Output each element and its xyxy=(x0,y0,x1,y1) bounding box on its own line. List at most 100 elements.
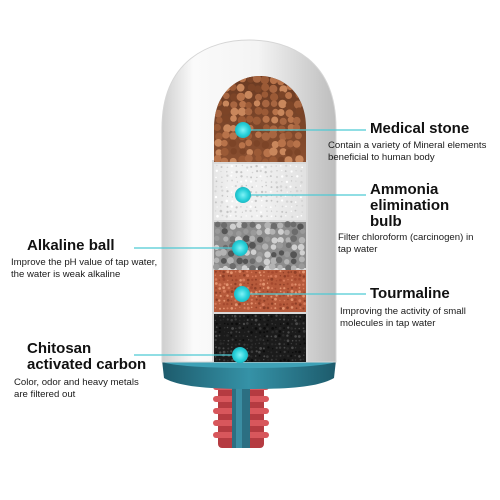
carbon-speck xyxy=(258,359,261,362)
alkaline-bead xyxy=(223,236,229,242)
alkaline-bead xyxy=(213,263,220,271)
carbon-speck xyxy=(270,351,273,354)
carbon-speck xyxy=(279,351,282,353)
carbon-speck xyxy=(263,327,266,330)
carbon-speck xyxy=(215,346,217,349)
tourmaline-speck xyxy=(246,299,249,302)
tourmaline-speck xyxy=(231,279,234,281)
carbon-speck xyxy=(246,343,249,346)
tourmaline-speck xyxy=(239,275,241,277)
carbon-speck xyxy=(258,350,261,354)
ammonia-speck xyxy=(265,181,267,184)
ammonia-title-line: elimination xyxy=(370,197,450,214)
ammonia-speck xyxy=(225,215,228,218)
carbon-speck xyxy=(302,330,306,333)
tourmaline-speck xyxy=(282,303,285,306)
carbon-speck xyxy=(255,346,257,348)
tourmaline-speck xyxy=(291,279,293,281)
carbon-speck xyxy=(247,350,250,353)
ammonia-speck xyxy=(240,216,243,218)
ammonia-speck xyxy=(281,169,283,172)
carbon-speck xyxy=(270,319,273,322)
tourmaline-speck xyxy=(222,270,225,274)
stone-bead xyxy=(272,108,279,116)
carbon-speck xyxy=(275,330,278,333)
carbon-speck xyxy=(267,319,269,322)
carbon-speck xyxy=(294,335,297,338)
medical-stone-description: Contain a variety of Mineral elements be… xyxy=(328,140,486,163)
carbon-speck xyxy=(231,327,235,330)
ammonia-speck xyxy=(254,199,257,203)
alkaline-bead xyxy=(275,256,283,264)
ammonia-speck xyxy=(240,206,242,208)
tourmaline-speck xyxy=(230,283,233,286)
tourmaline-speck xyxy=(230,299,233,302)
carbon-speck xyxy=(272,348,274,350)
alkaline-bead xyxy=(276,242,284,249)
alkaline-bead xyxy=(221,222,228,229)
tourmaline-speck xyxy=(291,275,294,278)
tourmaline-speck xyxy=(298,303,302,306)
carbon-description-line: Color, odor and heavy metals xyxy=(14,377,139,388)
tourmaline-speck xyxy=(226,302,229,306)
tourmaline-speck xyxy=(215,298,218,301)
ammonia-speck xyxy=(281,181,283,183)
stone-bead xyxy=(285,92,293,99)
carbon-speck xyxy=(262,347,265,350)
carbon-speck xyxy=(227,331,229,334)
carbon-speck xyxy=(246,326,248,328)
tourmaline-speck xyxy=(239,279,242,282)
carbon-speck xyxy=(246,347,248,350)
ammonia-speck xyxy=(299,196,302,199)
carbon-speck xyxy=(303,315,306,317)
tourmaline-speck xyxy=(274,274,278,278)
tourmaline-speck xyxy=(234,299,237,302)
carbon-speck xyxy=(299,318,302,320)
tourmaline-speck xyxy=(303,291,306,294)
tourmaline-speck xyxy=(295,295,298,298)
ammonia-speck xyxy=(229,214,232,217)
tourmaline-speck xyxy=(271,287,274,290)
ammonia-speck xyxy=(300,170,303,172)
tourmaline-speck xyxy=(302,270,305,274)
ammonia-speck xyxy=(230,205,233,208)
tourmaline-speck xyxy=(266,298,269,301)
carbon-speck xyxy=(214,356,217,358)
ammonia-speck xyxy=(231,200,234,203)
ammonia-speck xyxy=(245,179,248,182)
alkaline-bead xyxy=(271,237,278,244)
ammonia-speck xyxy=(285,164,288,167)
tourmaline-speck xyxy=(298,283,301,287)
ammonia-speck xyxy=(281,175,284,178)
carbon-speck xyxy=(267,350,269,353)
alkaline-bead xyxy=(222,265,229,272)
carbon-speck xyxy=(263,318,266,321)
tourmaline-speck xyxy=(287,278,289,281)
carbon-speck xyxy=(282,334,285,337)
stone-bead xyxy=(223,92,230,100)
carbon-speck xyxy=(275,358,277,360)
carbon-speck xyxy=(295,322,298,326)
ammonia-speck xyxy=(249,180,253,183)
stone-bead xyxy=(230,125,237,132)
carbon-speck xyxy=(235,335,238,338)
carbon-speck xyxy=(271,327,275,330)
stone-bead xyxy=(284,156,293,162)
tourmaline-speck xyxy=(283,291,286,294)
ammonia-speck xyxy=(290,200,293,203)
ammonia-speck xyxy=(231,186,233,188)
tourmaline-speck xyxy=(246,278,250,282)
carbon-speck xyxy=(283,339,286,342)
carbon-speck xyxy=(290,327,294,330)
ammonia-speck xyxy=(250,176,253,179)
tourmaline-speck xyxy=(270,295,273,298)
tourmaline-speck xyxy=(279,275,282,277)
ammonia-speck xyxy=(215,176,217,179)
alkaline-bead xyxy=(277,264,283,271)
alkaline-bead xyxy=(241,222,248,229)
tourmaline-speck xyxy=(286,274,290,278)
tourmaline-speck xyxy=(279,278,282,282)
carbon-speck xyxy=(271,355,274,357)
carbon-speck xyxy=(214,319,216,322)
tourmaline-speck xyxy=(275,280,278,282)
